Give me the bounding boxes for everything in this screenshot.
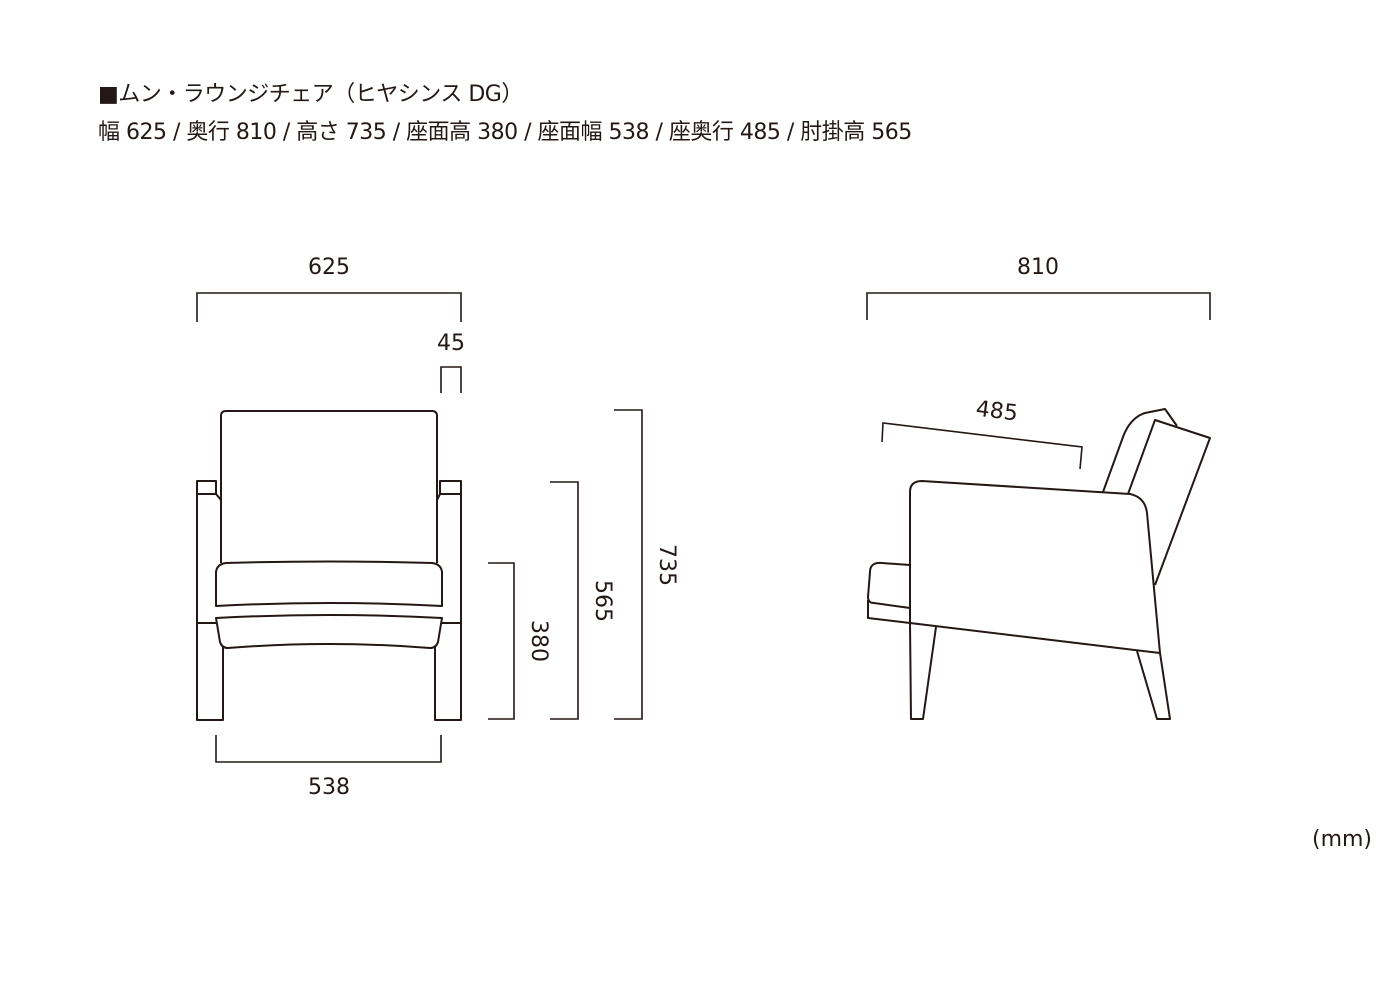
arm-width-dimension-line <box>440 366 462 393</box>
side-backrest-frame <box>1102 408 1178 493</box>
side-view-chair <box>867 408 1211 720</box>
seat-depth-label: 485 <box>974 397 1019 427</box>
product-title: ■ムン・ラウンジチェア（ヒヤシンス DG） <box>98 82 523 107</box>
side-back-leg <box>1136 650 1171 720</box>
seat-depth-dimension-line <box>881 422 1083 470</box>
front-seat-base <box>215 614 443 649</box>
front-left-arm <box>196 480 224 721</box>
arm-height-dimension-line <box>550 481 579 720</box>
side-back-cushion <box>1127 419 1211 586</box>
depth-label: 810 <box>1017 255 1059 280</box>
front-backrest <box>220 410 438 563</box>
unit-label: (mm) <box>1312 827 1372 852</box>
front-dimensions: 625 45 538 380 565 735 <box>196 255 679 800</box>
width-dimension-line <box>196 292 462 322</box>
arm-height-label: 565 <box>590 580 615 622</box>
side-arm-body <box>909 480 1161 654</box>
dimension-specs: 幅 625 / 奥行 810 / 高さ 735 / 座面高 380 / 座面幅 … <box>98 120 912 145</box>
side-seat-cushion <box>867 561 911 609</box>
seat-height-dimension-line <box>488 562 515 720</box>
seat-height-label: 380 <box>526 620 551 662</box>
total-height-label: 735 <box>654 544 679 586</box>
total-height-dimension-line <box>614 409 643 720</box>
front-seat-cushion <box>215 560 443 607</box>
arm-width-label: 45 <box>437 331 465 356</box>
width-label: 625 <box>308 255 350 280</box>
front-view-chair <box>196 410 462 721</box>
seat-width-dimension-line <box>215 735 442 763</box>
depth-dimension-line <box>866 292 1211 320</box>
seat-width-label: 538 <box>308 775 350 800</box>
side-dimensions: 810 485 <box>866 255 1211 470</box>
side-front-leg <box>909 622 937 720</box>
front-right-arm <box>434 480 462 721</box>
side-seat-base <box>867 600 911 624</box>
